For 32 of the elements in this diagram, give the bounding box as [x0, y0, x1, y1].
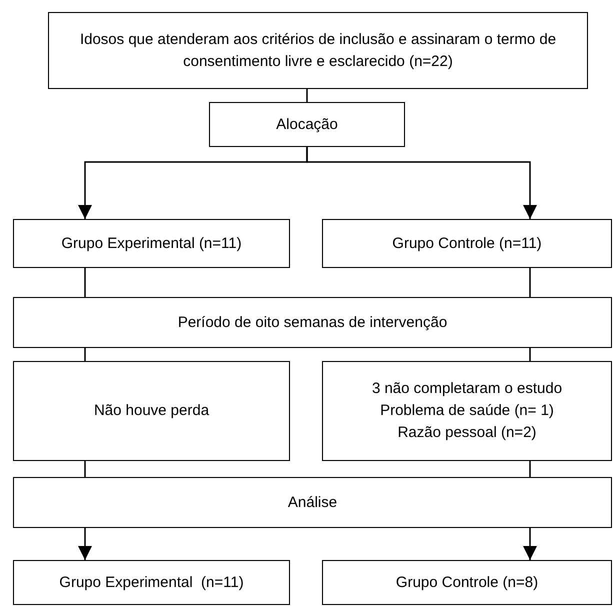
- box-text: Grupo Experimental (n=11): [61, 234, 242, 254]
- arrow: [306, 147, 537, 219]
- process-box: [13, 361, 290, 461]
- process-box: [322, 361, 612, 461]
- connector-line: [529, 268, 531, 297]
- connector-line: [84, 348, 86, 361]
- box-text: Problema de saúde (n= 1): [380, 401, 554, 422]
- process-box: [322, 560, 612, 605]
- connector-line: [529, 348, 531, 361]
- connector-line: [306, 89, 308, 102]
- box-text: Grupo Controle (n=11): [392, 234, 542, 254]
- process-box: [13, 560, 290, 605]
- arrow: [523, 528, 537, 560]
- box-text: 3 não completaram o estudo: [372, 379, 562, 400]
- process-box: [209, 102, 405, 147]
- box-text: Grupo Controle (n=8): [396, 572, 538, 593]
- arrow: [78, 528, 92, 560]
- box-text: Razão pessoal (n=2): [398, 422, 536, 443]
- connector-line: [529, 461, 531, 477]
- connector-line: [84, 268, 86, 297]
- process-box: [13, 219, 290, 268]
- box-text: Grupo Experimental (n=11): [59, 572, 244, 593]
- box-text: Análise: [288, 492, 338, 513]
- box-text: Não houve perda: [94, 401, 210, 422]
- box-text: Período de oito semanas de intervenção: [178, 312, 448, 333]
- process-box: [48, 12, 588, 89]
- process-box: [13, 477, 612, 528]
- connector-line: [84, 461, 86, 477]
- box-text: Alocação: [276, 114, 338, 135]
- process-box: [322, 219, 612, 268]
- process-box: [13, 297, 612, 348]
- box-text: Idosos que atenderam aos critérios de inclusão e assinaram o termo de consentimento livre e esclarecido (n=22): [78, 30, 558, 72]
